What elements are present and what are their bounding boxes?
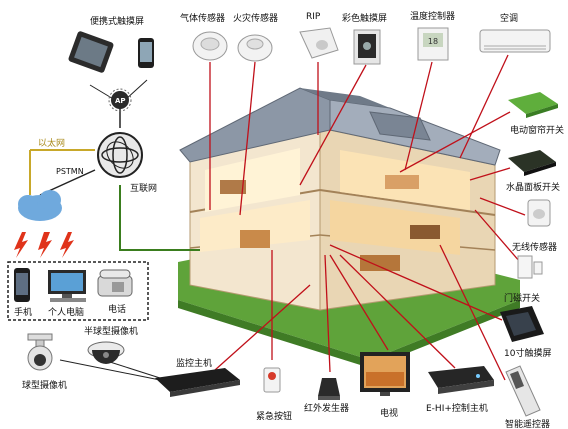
- line-green-internet-house: [119, 185, 200, 251]
- communication-devices-box: [7, 261, 149, 321]
- label-temperature-controller: 温度控制器: [410, 10, 455, 22]
- monitor-host-icon: [155, 368, 240, 397]
- label-color-touchscreen: 彩色触摸屏: [342, 12, 387, 24]
- rip-sensor-icon: [299, 27, 339, 59]
- line-cameras: [59, 359, 161, 381]
- furniture-3: [410, 225, 440, 239]
- house-illustration: [178, 87, 520, 368]
- portable-touchscreen-icon: [68, 31, 154, 73]
- color-touchscreen-icon: [353, 29, 381, 65]
- tv-icon: [360, 352, 410, 396]
- gas-sensor-icon: [192, 31, 228, 61]
- line-touchscreen-ap-1: [89, 84, 116, 101]
- label-gas-sensor: 气体传感器: [180, 12, 225, 24]
- lawn-edge: [178, 300, 520, 368]
- line-remote: [439, 244, 506, 381]
- emergency-button-icon: [263, 367, 281, 393]
- line-fire-sensor: [239, 61, 256, 216]
- line-temp-controller: [404, 61, 433, 171]
- room-lower-mid: [330, 200, 460, 255]
- label-internet: 互联网: [130, 183, 157, 194]
- label-pstmn: PSTMN: [56, 167, 84, 176]
- line-color-touchscreen: [299, 64, 367, 186]
- wireless-sensor-icon: [527, 199, 551, 227]
- label-ethernet: 以太网: [38, 137, 65, 149]
- line-air-conditioner: [459, 54, 509, 159]
- temperature-controller-icon: 18: [417, 27, 449, 61]
- air-conditioner-icon: [479, 29, 551, 53]
- label-wireless-sensor: 无线传感器: [512, 241, 557, 253]
- cloud-icon: [18, 190, 62, 221]
- line-curtain: [399, 111, 511, 173]
- label-crystal-panel: 水晶面板开关: [506, 181, 560, 193]
- roof-dormer: [369, 111, 431, 141]
- line-crystal-panel: [469, 167, 511, 181]
- line-tv: [329, 254, 389, 351]
- telephone-icon: [97, 269, 133, 297]
- line-ehi: [339, 254, 456, 369]
- label-rip: RIP: [306, 12, 321, 22]
- label-ball-camera: 球型摄像机: [22, 379, 67, 391]
- label-ap: AP: [115, 97, 126, 105]
- mobile-phone-icon: [14, 268, 30, 302]
- label-tv: 电视: [380, 407, 398, 419]
- line-ir: [324, 254, 331, 373]
- label-smart-remote: 智能遥控器: [505, 418, 550, 429]
- labels: 便携式触摸屏 气体传感器 火灾传感器 RIP 彩色触摸屏 温度控制器 空调 电动…: [14, 10, 564, 429]
- line-10inch: [329, 244, 503, 321]
- line-monitor-host: [214, 284, 311, 371]
- label-telephone: 电话: [108, 303, 126, 315]
- line-door-switch: [474, 209, 521, 263]
- furniture-4: [385, 175, 419, 189]
- ir-emitter-icon: [318, 378, 340, 400]
- label-pc: 个人电脑: [48, 306, 84, 318]
- furniture-5: [220, 180, 246, 194]
- ehi-controller-icon: [428, 366, 494, 394]
- pc-icon: [48, 270, 86, 302]
- fire-sensor-icon: [237, 34, 273, 62]
- touchscreen-10inch-icon: [500, 306, 544, 342]
- label-ehi-controller: E-HI+控制主机: [426, 402, 488, 414]
- roof-ridge: [300, 88, 390, 108]
- label-door-switch: 门磁开关: [504, 292, 540, 304]
- line-touchscreen-ap-2: [124, 79, 148, 101]
- label-monitor-host: 监控主机: [176, 357, 212, 369]
- label-air-conditioner: 空调: [500, 12, 518, 24]
- line-wireless-sensor: [479, 197, 526, 216]
- label-ir-emitter: 红外发生器: [304, 402, 349, 414]
- label-fire-sensor: 火灾传感器: [233, 12, 278, 24]
- internet-globe-icon: [97, 132, 143, 178]
- room-upper-left: [205, 148, 300, 212]
- furniture-1: [240, 230, 270, 248]
- smart-remote-icon: [505, 365, 541, 417]
- signal-bolts-icon: [14, 232, 74, 258]
- devices: 18: [7, 27, 558, 417]
- door-switch-icon: [517, 255, 543, 279]
- label-emergency-button: 紧急按钮: [256, 410, 292, 422]
- crystal-panel-icon: [508, 150, 556, 176]
- ball-camera-icon: [27, 333, 53, 371]
- room-lower-left: [200, 200, 310, 252]
- connection-lines: [29, 54, 526, 381]
- label-10inch-touchscreen: 10寸触摸屏: [504, 347, 551, 359]
- svg-text:18: 18: [428, 37, 438, 46]
- ap-icon: [108, 88, 132, 112]
- floor-line-2: [319, 189, 496, 216]
- label-curtain-switch: 电动窗帘开关: [510, 124, 564, 136]
- label-mobile-phone: 手机: [14, 306, 32, 318]
- label-dome-camera: 半球型摄像机: [84, 325, 138, 337]
- line-dome-camera: [109, 361, 161, 379]
- label-portable-touchscreen: 便携式触摸屏: [90, 15, 144, 27]
- curtain-switch-icon: [508, 92, 558, 118]
- dome-camera-icon: [87, 341, 125, 364]
- furniture-2: [360, 255, 400, 271]
